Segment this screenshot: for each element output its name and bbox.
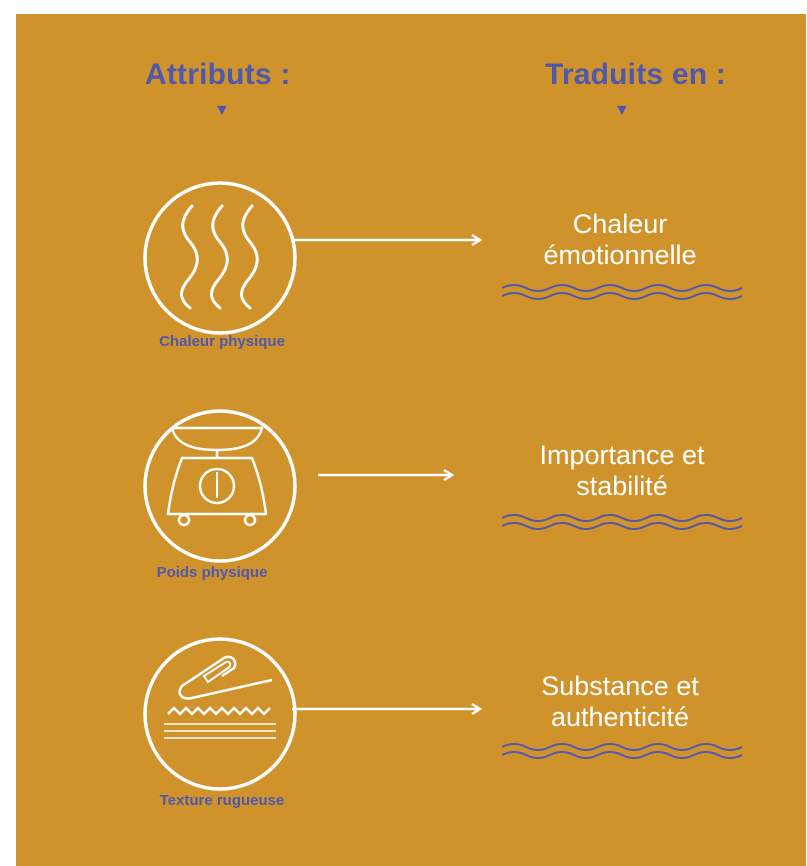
- arrow-right-icon: [292, 702, 483, 716]
- finger-texture-icon: [143, 637, 297, 791]
- wave-divider-icon: [502, 284, 742, 300]
- result-line-1: Substance et: [541, 671, 699, 701]
- caption-rough-texture: Texture rugueuse: [159, 792, 285, 809]
- result-line-1: Chaleur: [572, 209, 668, 239]
- wave-divider-icon: [502, 743, 742, 759]
- background-panel: [16, 14, 806, 866]
- result-substance-authenticity: Substance et authenticité: [470, 671, 770, 733]
- kitchen-scale-icon: [143, 409, 297, 563]
- result-line-2: stabilité: [576, 471, 668, 501]
- result-line-2: authenticité: [550, 702, 690, 732]
- caption-physical-heat: Chaleur physique: [159, 333, 285, 350]
- heat-waves-icon: [143, 181, 297, 335]
- wave-divider-icon: [502, 514, 742, 530]
- header-translated-marker: ▼: [614, 102, 630, 119]
- header-attributes: Attributs :: [145, 58, 291, 91]
- header-translated: Traduits en :: [545, 58, 726, 91]
- result-emotional-warmth: Chaleur émotionnelle: [470, 209, 770, 271]
- arrow-right-icon: [318, 468, 455, 482]
- header-attributes-marker: ▼: [214, 102, 230, 119]
- result-line-1: Importance et: [539, 440, 705, 470]
- arrow-right-icon: [292, 233, 483, 247]
- result-importance-stability: Importance et stabilité: [472, 440, 772, 502]
- caption-physical-weight: Poids physique: [156, 564, 268, 581]
- result-line-2: émotionnelle: [543, 240, 697, 270]
